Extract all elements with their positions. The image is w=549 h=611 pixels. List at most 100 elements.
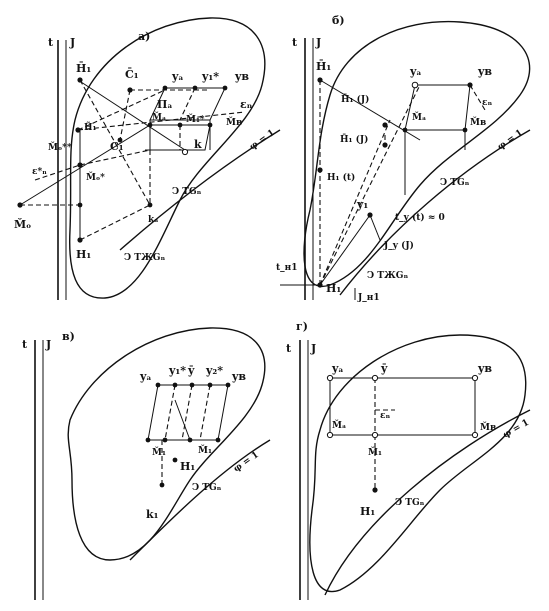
panel-b-label-eps: εₙ xyxy=(482,98,492,108)
panel-g-label-mb: M̌в xyxy=(480,421,496,433)
panel-v-line-m1 xyxy=(174,399,191,441)
panel-v-point-corner-r xyxy=(215,437,221,443)
panel-b: б) t J H̄₁ yₐ yв εₙ H̄₁ (J) H xyxy=(276,14,531,303)
panel-g-label-ma: M̌ₐ xyxy=(332,419,346,431)
panel-b-label-tjg: Ↄ TЖGₙ xyxy=(367,271,408,281)
panel-a-point-mo-h xyxy=(77,202,83,208)
panel-a-saturation-curve xyxy=(119,129,281,251)
panel-v-dash-2 xyxy=(181,384,193,441)
panel-g-point-ma xyxy=(326,431,334,439)
panel-g-point-mb xyxy=(471,431,479,439)
panel-v-point-ybar xyxy=(189,382,195,388)
panel-v-point-h1 xyxy=(172,457,178,463)
panel-a-label-k: k xyxy=(194,138,202,151)
panel-v-rect xyxy=(147,384,229,441)
panel-b-point-y1 xyxy=(367,212,373,218)
panel-b-label-jyj: J_y (J) xyxy=(383,240,414,251)
panel-a-label-mo1: M̌ₒ* xyxy=(86,171,105,183)
panel-v-point-corner xyxy=(145,437,151,443)
panel-v-point-ya xyxy=(155,382,161,388)
panel-b-point-mb xyxy=(462,127,468,133)
panel-v-label-ya: yₐ xyxy=(139,370,152,383)
panel-a-point-c1 xyxy=(117,137,123,143)
panel-a-dash-eps xyxy=(77,111,246,131)
panel-a-label-yb: yв xyxy=(234,70,249,83)
panel-g-point-yb xyxy=(471,374,479,382)
panel-b-line-y1 xyxy=(319,214,371,286)
panel-b-point-ya xyxy=(411,81,419,89)
panel-g-label-m1: M̌₁ xyxy=(368,446,382,458)
panel-g-label-ya: yₐ xyxy=(331,362,344,375)
panel-g-j-label: J xyxy=(310,342,316,355)
panel-a-j-label: J xyxy=(69,36,75,49)
panel-a-point-ya xyxy=(162,85,168,91)
panel-v-label-h1: H₁ xyxy=(180,460,195,473)
panel-b-label-tyt: t_y (t) ≈ 0 xyxy=(395,212,445,223)
panel-a-letter: а) xyxy=(138,30,150,43)
panel-b-label-h1barj-upper: H̄₁ (J) xyxy=(341,93,369,105)
panel-a-label-c1bar: C̄₁ xyxy=(125,67,139,81)
panel-g-point-m1 xyxy=(371,431,379,439)
panel-a-label-h1: H₁ xyxy=(76,248,91,261)
panel-a-point-h1bar xyxy=(77,77,83,83)
panel-b-label-ma: M̌ₐ xyxy=(412,111,426,123)
panel-a-point-c1bar xyxy=(127,87,133,93)
panel-b-t-label: t xyxy=(292,36,298,49)
panel-b-label-phi: φ = 1 xyxy=(496,128,525,152)
panel-v-j-label: J xyxy=(45,338,51,351)
panel-g-point-ya xyxy=(326,374,334,382)
panel-a-point-mo2 xyxy=(75,127,81,133)
panel-a-label-ma: M̌ₐ xyxy=(152,111,166,123)
panel-v-point-m1 xyxy=(162,437,168,443)
panel-a-dash-c1 xyxy=(119,89,131,141)
panel-b-region-boundary xyxy=(303,20,531,288)
panel-v-dash-1 xyxy=(164,384,176,441)
panel-b-point-yb xyxy=(467,82,473,88)
panel-g-letter: г) xyxy=(296,320,308,333)
panel-g-saturation-curve xyxy=(324,409,531,596)
panel-b-label-h1: H₁ xyxy=(326,282,341,295)
panel-g-t-label: t xyxy=(286,342,292,355)
panel-b-label-h1t: H₁ (t) xyxy=(327,172,355,183)
panel-v-point-y2star xyxy=(207,382,213,388)
panel-a-label-ka: kₐ xyxy=(148,215,158,225)
panel-a-dash-h1 xyxy=(79,204,151,241)
panel-g-point-ybar xyxy=(371,374,379,382)
panel-g-label-eps: εₙ xyxy=(380,411,390,421)
panel-v-label-y2star: y₂* xyxy=(205,364,223,377)
panel-b-line-jy xyxy=(369,214,381,241)
panel-a-point-k xyxy=(181,148,189,156)
panel-b-point-h1barj-upper xyxy=(382,122,388,128)
panel-a-line-mo xyxy=(19,124,151,206)
panel-a-label-tjg: Ↄ TЖGₙ xyxy=(124,253,165,263)
panel-b-saturation-curve xyxy=(339,129,531,296)
panel-v-label-tg: Ↄ TGₙ xyxy=(192,483,222,493)
panel-a-t-label: t xyxy=(48,36,54,49)
panel-b-top-rect xyxy=(404,84,471,131)
panel-v-label-y1star: y₁* xyxy=(168,364,186,377)
panel-b-label-y1: y₁ xyxy=(356,198,368,211)
panel-a-mid-dash xyxy=(179,87,196,121)
panel-b-point-ma xyxy=(402,127,408,133)
panel-a-label-mb: M̌в xyxy=(226,116,242,128)
panel-v-t-label: t xyxy=(22,338,28,351)
panel-a-label-pa: Пₐ xyxy=(157,98,173,111)
panel-a-label-h1tilde: H̃₁ xyxy=(84,121,97,133)
panel-a-label-eps: εₙ xyxy=(240,98,253,111)
panel-a-label-y1star: y₁* xyxy=(201,70,219,83)
panel-b-label-jn1: J_н1 xyxy=(357,293,380,303)
panel-a-label-phi: φ = 1 xyxy=(248,128,277,152)
panel-a-label-m1star: M̌₁* xyxy=(186,113,205,125)
panel-v-point-y1star xyxy=(172,382,178,388)
panel-a: а) t J xyxy=(14,17,281,300)
panel-a-point-yb xyxy=(222,85,228,91)
panel-b-letter: б) xyxy=(332,14,345,27)
panel-g-label-ybar: ȳ xyxy=(380,362,388,375)
panel-v-label-k1: k₁ xyxy=(146,508,159,521)
panel-a-label-eps-star: ε*ₙ xyxy=(32,167,47,177)
panel-a-dash-mo1 xyxy=(79,149,151,166)
panel-a-label-mo: M̌ₒ xyxy=(14,218,31,231)
panel-b-dash-diag2 xyxy=(319,119,391,286)
panel-a-point-mo1 xyxy=(77,162,83,168)
